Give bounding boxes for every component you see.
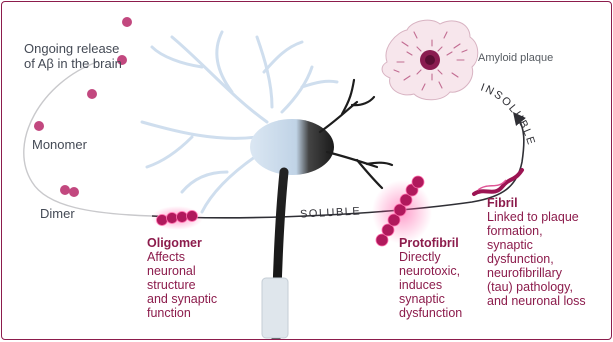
dimer-label: Dimer bbox=[40, 207, 75, 222]
amyloid-plaque bbox=[382, 20, 478, 100]
amyloid-plaque-label: Amyloid plaque bbox=[478, 52, 553, 65]
insoluble-label: INSOLUBLE bbox=[479, 81, 537, 147]
oligomer-beads bbox=[151, 206, 203, 230]
protofibril-desc: Directly neurotoxic, induces synaptic dy… bbox=[399, 250, 485, 320]
fibril-desc: Linked to plaque formation, synaptic dys… bbox=[487, 210, 612, 308]
protofibril-title: Protofibril bbox=[399, 236, 485, 250]
fibril-stage: Fibril Linked to plaque formation, synap… bbox=[487, 196, 612, 308]
fibril-strand bbox=[474, 170, 522, 194]
release-label: Ongoing release of Aβ in the brain bbox=[24, 42, 122, 72]
protofibril-stage: Protofibril Directly neurotoxic, induces… bbox=[399, 236, 485, 320]
monomer-label: Monomer bbox=[32, 138, 87, 153]
oligomer-title: Oligomer bbox=[147, 236, 257, 250]
oligomer-stage: Oligomer Affects neuronal structure and … bbox=[147, 236, 257, 320]
fibril-title: Fibril bbox=[487, 196, 612, 210]
oligomer-desc: Affects neuronal structure and synaptic … bbox=[147, 250, 257, 320]
